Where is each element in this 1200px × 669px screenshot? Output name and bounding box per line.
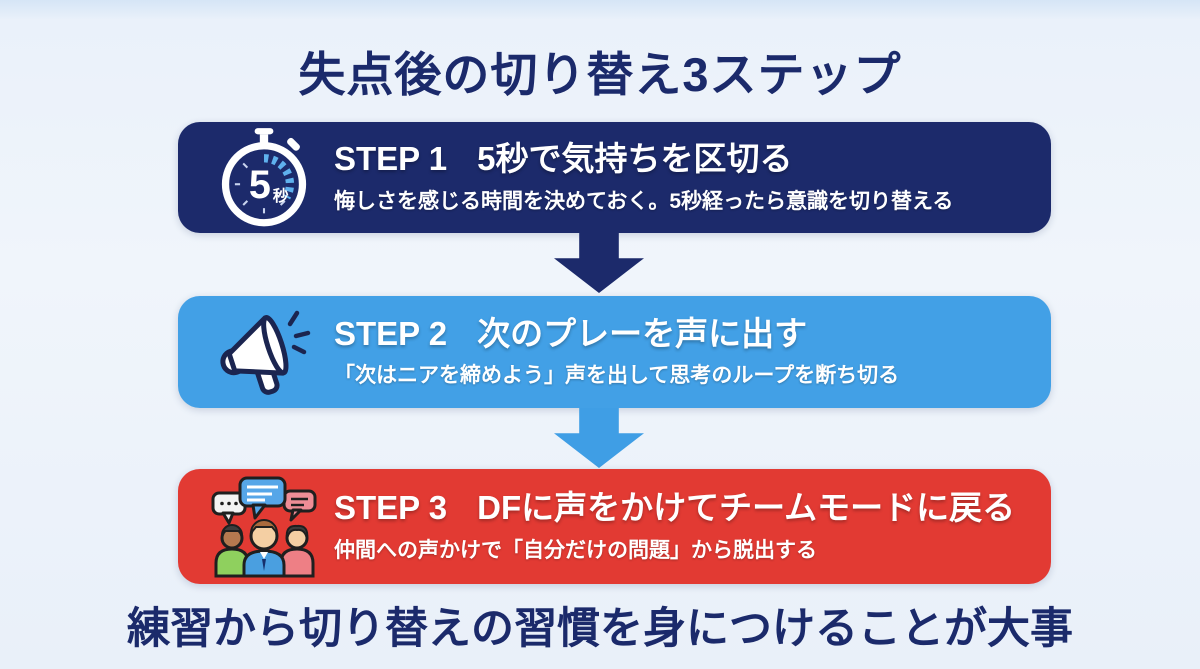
step1-description: 悔しさを感じる時間を決めておく。5秒経ったら意識を切り替える: [334, 189, 954, 213]
step2-heading: 次のプレーを声に出す: [477, 314, 808, 352]
down-arrow-icon: [554, 233, 644, 293]
page-title: 失点後の切り替え3ステップ: [298, 48, 902, 101]
step1-card: 5 秒 STEP 1 5秒で気持ちを区切る 悔しさを感じる時間を決めておく。5秒経…: [178, 122, 1051, 233]
step2-description: 「次はニアを締めよう」声を出して思考のループを断ち切る: [334, 364, 900, 388]
stopwatch-unit: 秒: [273, 185, 289, 204]
step3-heading: DFに声をかけてチームモードに戻る: [477, 489, 1016, 527]
footer-message: 練習から切り替えの習慣を身につけることが大事: [127, 605, 1073, 653]
down-arrow-icon: [554, 408, 644, 468]
step1-heading: 5秒で気持ちを区切る: [477, 140, 793, 178]
step3-label: STEP 3: [334, 489, 448, 527]
stopwatch-number: 5: [249, 162, 271, 206]
megaphone-icon: [200, 296, 328, 408]
stopwatch-icon: 5 秒: [200, 122, 328, 233]
step3-title: STEP 3 DFに声をかけてチームモードに戻る: [334, 489, 1015, 527]
step1-text: STEP 1 5秒で気持ちを区切る 悔しさを感じる時間を決めておく。5秒経ったら意…: [328, 140, 953, 215]
step1-title: STEP 1 5秒で気持ちを区切る: [334, 140, 953, 178]
step3-description: 仲間への声かけで「自分だけの問題」から脱出する: [334, 538, 817, 562]
step2-title: STEP 2 次のプレーを声に出す: [334, 315, 899, 353]
step2-label: STEP 2: [334, 314, 448, 352]
step1-label: STEP 1: [334, 140, 448, 178]
step3-text: STEP 3 DFに声をかけてチームモードに戻る 仲間への声かけで「自分だけの問題…: [328, 489, 1015, 564]
step2-text: STEP 2 次のプレーを声に出す 「次はニアを締めよう」声を出して思考のループを…: [328, 315, 899, 390]
step2-card: STEP 2 次のプレーを声に出す 「次はニアを締めよう」声を出して思考のループを…: [178, 296, 1051, 408]
step3-card: STEP 3 DFに声をかけてチームモードに戻る 仲間への声かけで「自分だけの問題…: [178, 469, 1051, 584]
team-chat-icon: [200, 469, 328, 584]
